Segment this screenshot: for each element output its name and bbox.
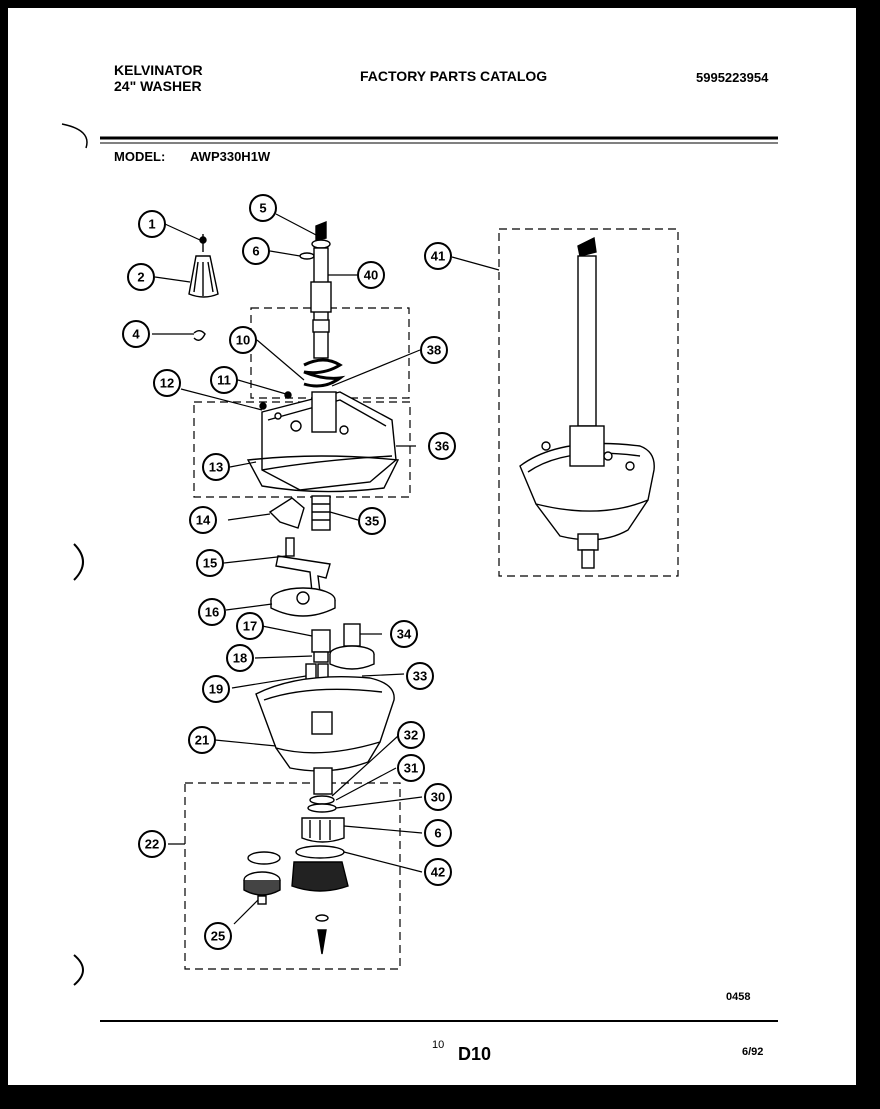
callout-5: 5 (249, 194, 277, 222)
callout-34: 34 (390, 620, 418, 648)
binder-mark (73, 543, 84, 581)
callout-30: 30 (424, 783, 452, 811)
callout-13: 13 (202, 453, 230, 481)
svg-text:34: 34 (397, 627, 412, 642)
svg-text:4: 4 (132, 327, 140, 342)
svg-text:1: 1 (148, 217, 155, 232)
callout-25: 25 (204, 922, 232, 950)
callout-14: 14 (189, 506, 217, 534)
callout-22: 22 (138, 830, 166, 858)
svg-text:6: 6 (252, 244, 259, 259)
callout-41: 41 (424, 242, 452, 270)
svg-text:15: 15 (203, 556, 217, 571)
callout-6: 6 (242, 237, 270, 265)
model-value: AWP330H1W (190, 149, 271, 164)
callout-33: 33 (406, 662, 434, 690)
callout-16: 16 (198, 598, 226, 626)
callout-15: 15 (196, 549, 224, 577)
brand-block: KELVINATOR 24" WASHER (114, 62, 203, 94)
svg-text:14: 14 (196, 513, 211, 528)
svg-text:2: 2 (137, 270, 144, 285)
group-box-22 (184, 782, 401, 970)
parts-sheet (8, 8, 856, 1085)
svg-text:22: 22 (145, 837, 159, 852)
callout-12: 12 (153, 369, 181, 397)
catalog-title: FACTORY PARTS CATALOG (360, 68, 548, 84)
callout-11: 11 (210, 366, 238, 394)
callout-18: 18 (226, 644, 254, 672)
svg-text:32: 32 (404, 728, 418, 743)
svg-text:10: 10 (236, 333, 250, 348)
svg-text:25: 25 (211, 929, 225, 944)
svg-text:12: 12 (160, 376, 174, 391)
callout-21: 21 (188, 726, 216, 754)
callout-36: 36 (428, 432, 456, 460)
callout-32: 32 (397, 721, 425, 749)
svg-text:5: 5 (259, 201, 266, 216)
svg-text:30: 30 (431, 790, 445, 805)
callout-38: 38 (420, 336, 448, 364)
callout-17: 17 (236, 612, 264, 640)
revision-date: 6/92 (742, 1046, 764, 1058)
svg-text:13: 13 (209, 460, 223, 475)
svg-text:33: 33 (413, 669, 427, 684)
catalog-number: 5995223954 (696, 70, 769, 85)
callout-4: 4 (122, 320, 150, 348)
svg-text:35: 35 (365, 514, 379, 529)
callout-40: 40 (357, 261, 385, 289)
callout-31: 31 (397, 754, 425, 782)
model-label: MODEL: (114, 149, 166, 164)
svg-text:40: 40 (364, 268, 378, 283)
svg-text:6: 6 (434, 826, 441, 841)
svg-text:17: 17 (243, 619, 257, 634)
svg-text:19: 19 (209, 682, 223, 697)
callout-2: 2 (127, 263, 155, 291)
svg-text:36: 36 (435, 439, 449, 454)
page-number: 10 (432, 1039, 445, 1051)
callout-6-lower: 6 (424, 819, 452, 847)
svg-text:11: 11 (217, 373, 231, 388)
group-box-41 (498, 228, 679, 577)
svg-text:16: 16 (205, 605, 219, 620)
binder-mark (73, 954, 84, 986)
callout-35: 35 (358, 507, 386, 535)
drawing-number: 0458 (726, 991, 751, 1003)
svg-text:31: 31 (404, 761, 418, 776)
binder-mark (61, 123, 88, 149)
section-code: D10 (458, 1044, 492, 1064)
callout-10: 10 (229, 326, 257, 354)
svg-text:41: 41 (431, 249, 445, 264)
svg-text:18: 18 (233, 651, 247, 666)
callout-19: 19 (202, 675, 230, 703)
brand-name: KELVINATOR (114, 62, 203, 78)
svg-text:21: 21 (195, 733, 209, 748)
callout-42: 42 (424, 858, 452, 886)
svg-text:38: 38 (427, 343, 441, 358)
product-name: 24" WASHER (114, 78, 202, 94)
svg-text:42: 42 (431, 865, 445, 880)
callout-1: 1 (138, 210, 166, 238)
